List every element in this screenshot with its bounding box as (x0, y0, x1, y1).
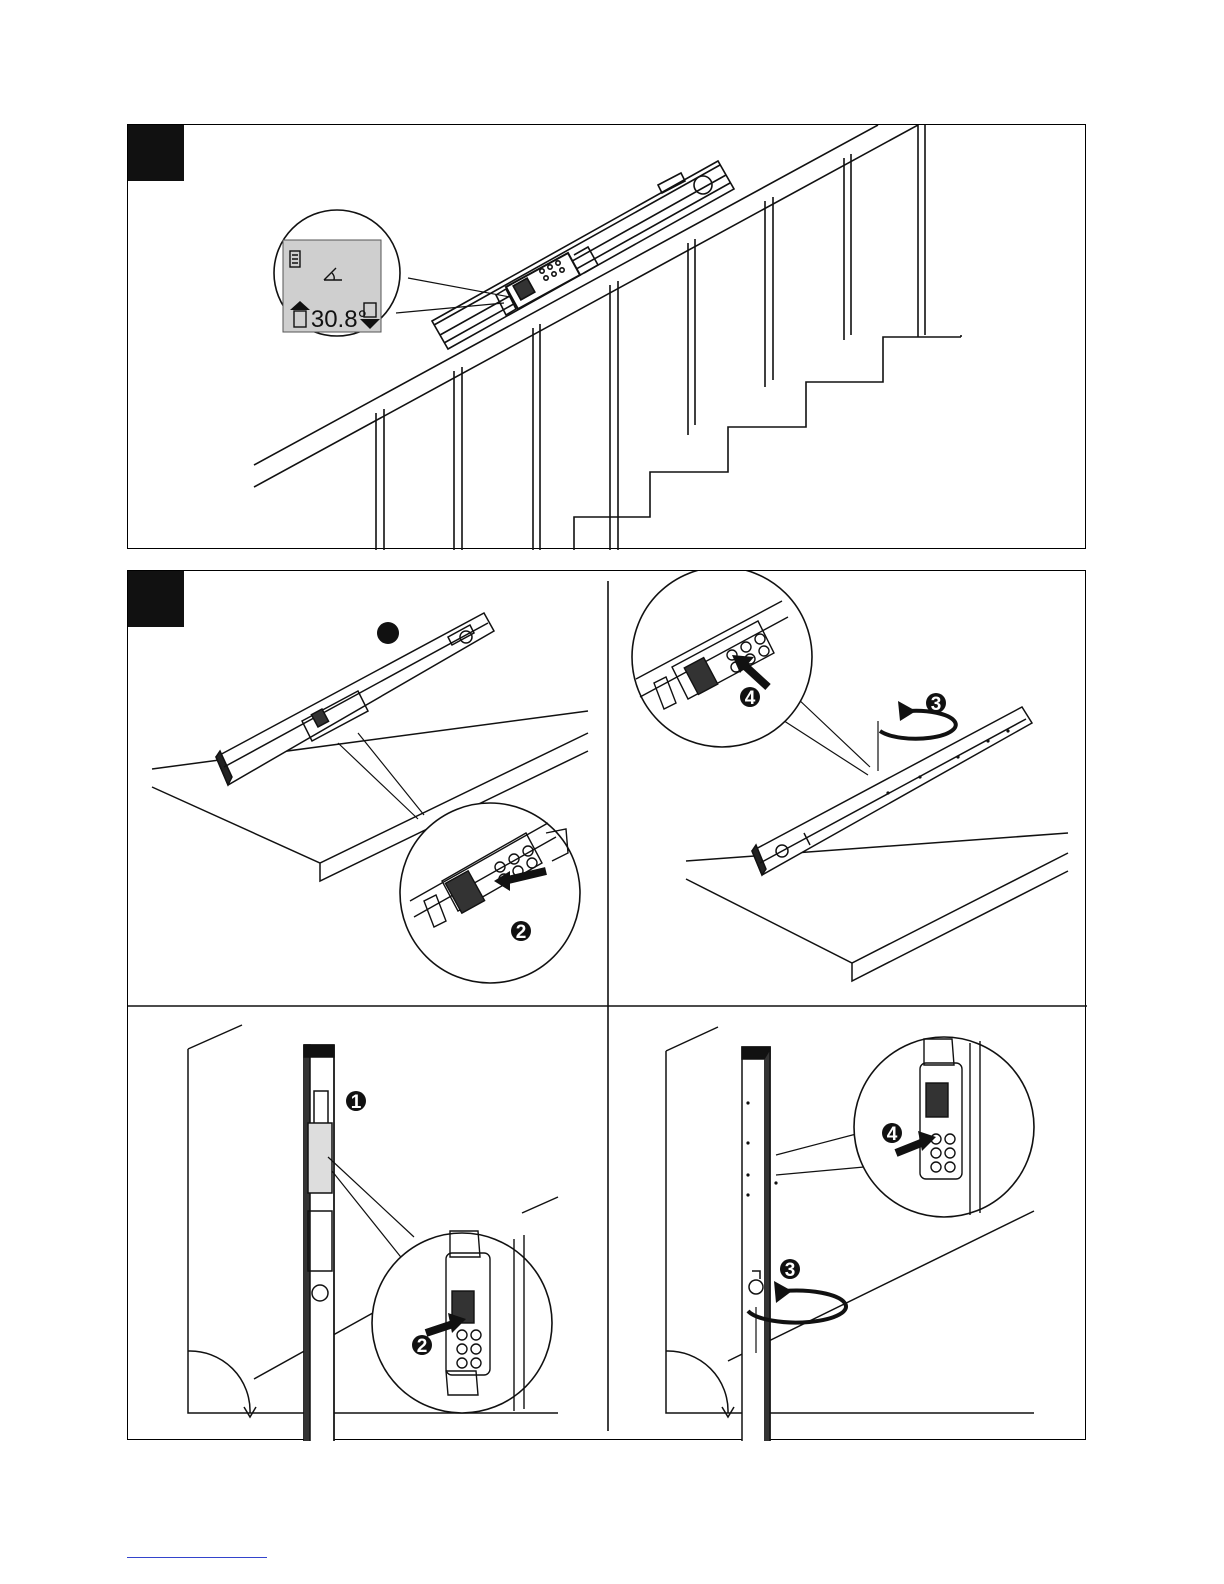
calibration-illustration: 2 3 (128, 571, 1087, 1441)
marker-3: 3 (931, 694, 942, 715)
stairs-illustration: 30.8° (128, 125, 1087, 550)
angle-reading: 30.8° (311, 306, 367, 333)
marker-3-lower: 3 (785, 1260, 796, 1281)
figure-stairs-angle: 30.8° (127, 124, 1086, 549)
marker-1: 1 (351, 1092, 362, 1113)
marker-4-lower: 4 (887, 1124, 898, 1145)
indicator-dot (377, 622, 399, 644)
figure-calibration: 2 3 (127, 570, 1086, 1440)
marker-2: 2 (516, 922, 527, 943)
marker-2-lower: 2 (417, 1336, 428, 1357)
marker-4: 4 (745, 688, 756, 709)
footer-rule (127, 1557, 267, 1558)
